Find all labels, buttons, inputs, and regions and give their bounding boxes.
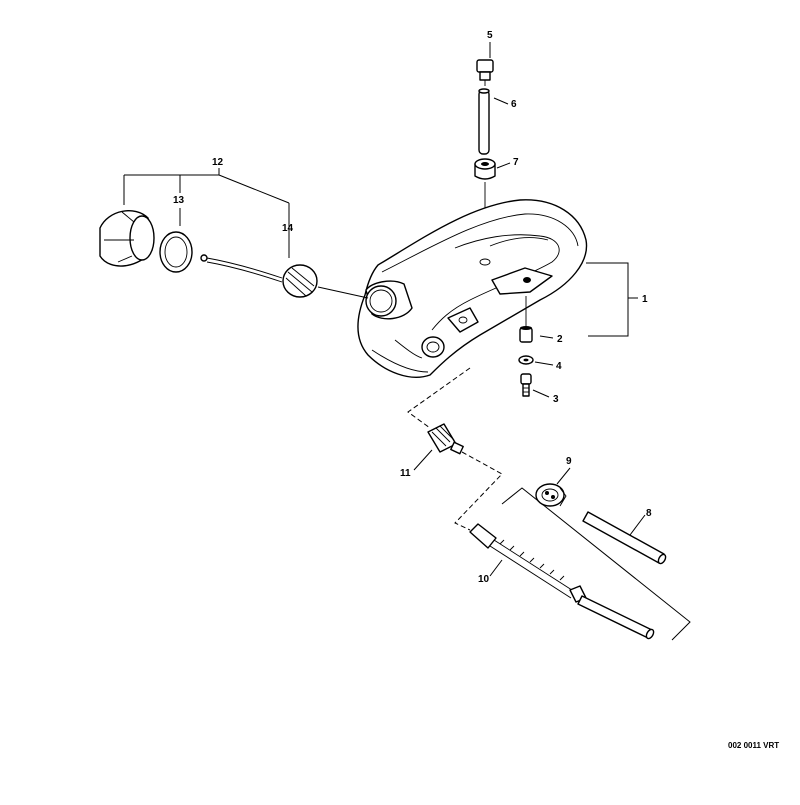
part-12-fuel-cap — [99, 210, 155, 267]
part-1-fuel-tank — [357, 199, 588, 378]
callout-7: 7 — [513, 157, 519, 168]
fuel-path-1 — [407, 367, 471, 429]
part-6-tube — [478, 88, 490, 155]
callout-1: 1 — [642, 294, 648, 305]
part-11-outlet-fitting — [427, 423, 464, 455]
part-3-screw — [520, 373, 532, 397]
leaders — [413, 42, 646, 577]
callout-11: 11 — [400, 468, 411, 479]
part-8-tube — [582, 511, 667, 565]
part-10-fuel-line — [469, 523, 655, 640]
callout-labels: 1 2 3 4 5 6 7 8 9 10 11 12 13 14 — [173, 30, 652, 585]
callout-5: 5 — [487, 30, 493, 41]
callout-2: 2 — [557, 334, 563, 345]
part-5-fitting — [476, 59, 494, 86]
part-4-washer — [518, 355, 534, 365]
leader-to-filler — [317, 286, 369, 299]
part-13-retaining-ring — [159, 231, 193, 273]
part-9-grommet — [535, 483, 567, 507]
callout-3: 3 — [553, 394, 559, 405]
callout-1-bracket — [586, 262, 638, 337]
callout-9: 9 — [566, 456, 572, 467]
callout-8: 8 — [646, 508, 652, 519]
part-2-insert — [519, 326, 533, 343]
part-14-strainer — [200, 254, 318, 298]
callout-6: 6 — [511, 99, 517, 110]
fuel-path-2 — [454, 451, 503, 531]
part-7-grommet — [474, 158, 496, 180]
callout-12-bracket — [123, 168, 290, 258]
callout-10: 10 — [478, 574, 490, 585]
document-code: 002 0011 VRT — [728, 741, 780, 750]
callout-4: 4 — [556, 361, 562, 372]
callout-13: 13 — [173, 195, 185, 206]
callout-14: 14 — [282, 223, 294, 234]
callout-12: 12 — [212, 157, 224, 168]
callout-8-9-frame — [501, 487, 691, 641]
